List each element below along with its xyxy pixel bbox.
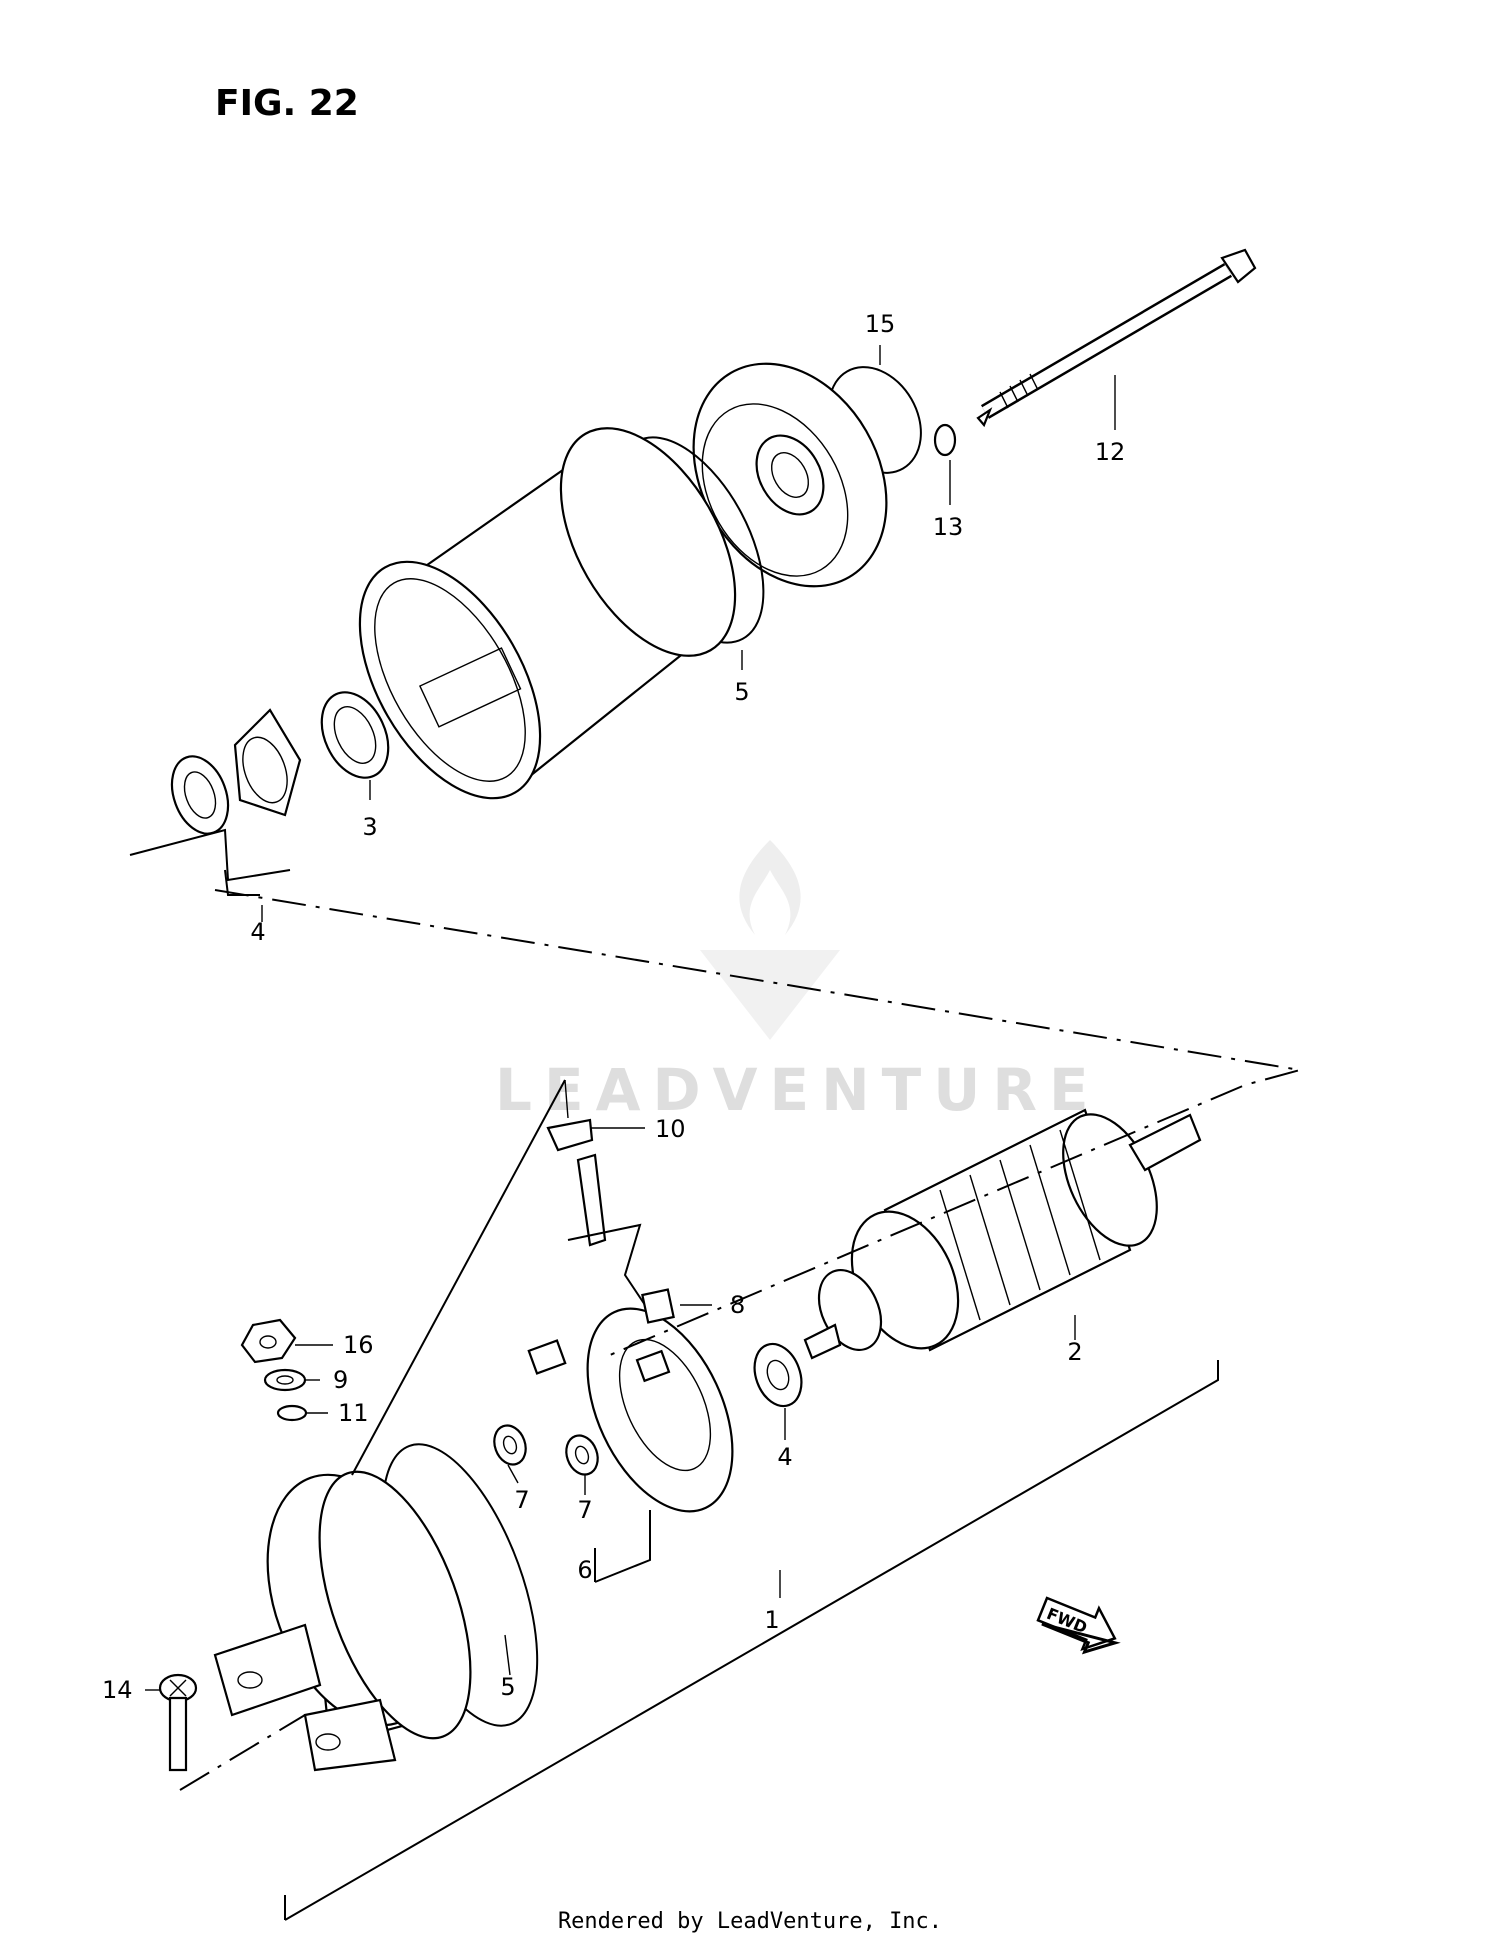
callout-brackets bbox=[129, 828, 1219, 1921]
callout-10: 10 bbox=[655, 1115, 686, 1143]
callout-3: 3 bbox=[362, 813, 377, 841]
footer-credit: Rendered by LeadVenture, Inc. bbox=[558, 1909, 942, 1934]
callout-4-lower: 4 bbox=[777, 1443, 792, 1471]
callout-7-right: 7 bbox=[577, 1496, 592, 1524]
watermark-text: LEADVENTURE bbox=[495, 1056, 1101, 1124]
watermark: LEADVENTURE bbox=[495, 840, 1101, 1124]
part-bearing-7-right bbox=[565, 1434, 599, 1476]
callout-7-left: 7 bbox=[514, 1486, 529, 1514]
part-bearing-7-left bbox=[493, 1424, 527, 1466]
part-washer-11 bbox=[276, 1404, 308, 1422]
callout-5-upper: 5 bbox=[734, 678, 749, 706]
part-front-cover bbox=[213, 1470, 472, 1772]
callout-12: 12 bbox=[1095, 438, 1126, 466]
part-rear-end-cover bbox=[692, 362, 888, 588]
part-yoke-housing bbox=[358, 427, 737, 800]
callout-1: 1 bbox=[764, 1606, 779, 1634]
figure-title: FIG. 22 bbox=[215, 83, 359, 124]
part-oil-seal-3 bbox=[320, 691, 390, 779]
callout-2: 2 bbox=[1067, 1338, 1082, 1366]
assembly-centerlines bbox=[179, 889, 1301, 1791]
part-nut-16 bbox=[240, 1318, 297, 1364]
part-washer-4-lower bbox=[753, 1342, 803, 1408]
part-brush-8 bbox=[567, 1153, 675, 1324]
watermark-logo-icon bbox=[700, 840, 840, 1040]
callout-6: 6 bbox=[577, 1556, 592, 1584]
callout-15: 15 bbox=[865, 310, 896, 338]
part-washer-13 bbox=[933, 423, 957, 457]
part-brush-holder bbox=[527, 1307, 734, 1513]
part-washer-set-4-upper bbox=[170, 708, 302, 835]
callout-9: 9 bbox=[333, 1366, 348, 1394]
part-washer-9 bbox=[263, 1368, 307, 1392]
callout-4-upper: 4 bbox=[250, 918, 265, 946]
callout-5-lower: 5 bbox=[500, 1673, 515, 1701]
callout-16: 16 bbox=[343, 1331, 374, 1359]
part-through-bolt bbox=[976, 248, 1257, 428]
part-screw-14 bbox=[158, 1673, 198, 1772]
callout-11: 11 bbox=[338, 1399, 369, 1427]
leader-lines bbox=[145, 345, 1116, 1691]
fwd-arrow-icon: FWD bbox=[1036, 1596, 1121, 1655]
callout-14: 14 bbox=[102, 1676, 133, 1704]
callout-13: 13 bbox=[933, 513, 964, 541]
part-armature bbox=[803, 1108, 1202, 1360]
callout-labels: 1 2 3 4 4 5 5 6 7 7 8 9 10 11 12 13 14 1… bbox=[102, 310, 1125, 1704]
part-brush-10 bbox=[546, 1118, 594, 1152]
callout-8: 8 bbox=[730, 1291, 745, 1319]
